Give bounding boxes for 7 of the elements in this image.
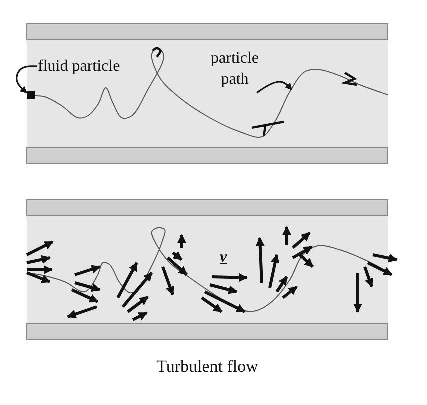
callout-label: fluid particle [38, 56, 120, 77]
leader-arrow [256, 81, 293, 94]
leader-arrow [16, 66, 38, 94]
vector-symbol: v [220, 248, 228, 268]
caption: Turbulent flow [156, 356, 260, 377]
fluid-particle-marker [27, 91, 35, 99]
callout-label: particle path [203, 48, 267, 90]
